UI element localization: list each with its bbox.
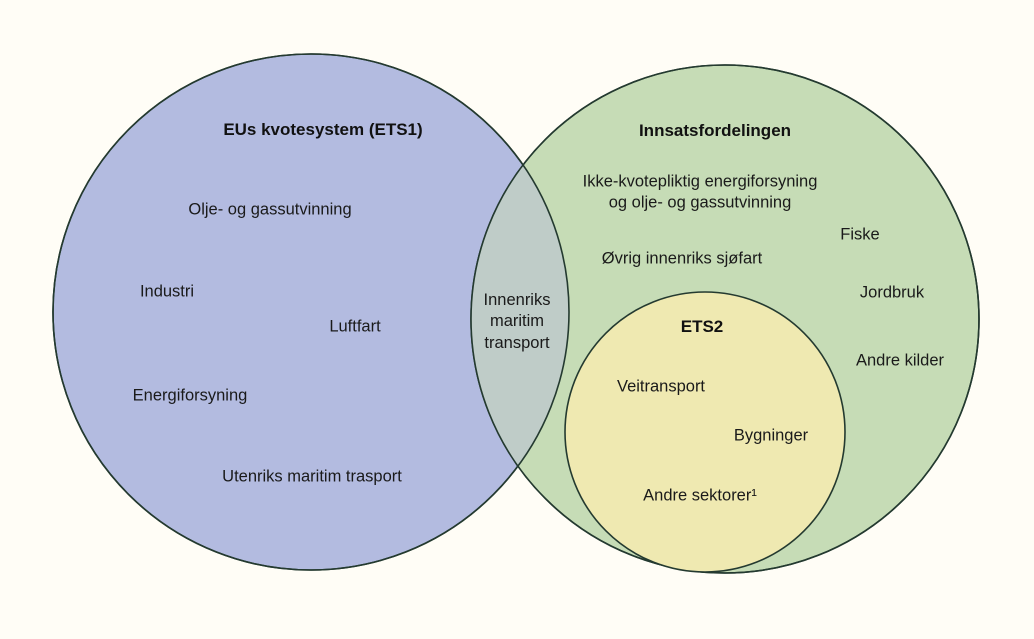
ets1-circle-outline [52,53,570,571]
ets2-circle [564,291,846,573]
innsats-circle-outline [470,64,980,574]
